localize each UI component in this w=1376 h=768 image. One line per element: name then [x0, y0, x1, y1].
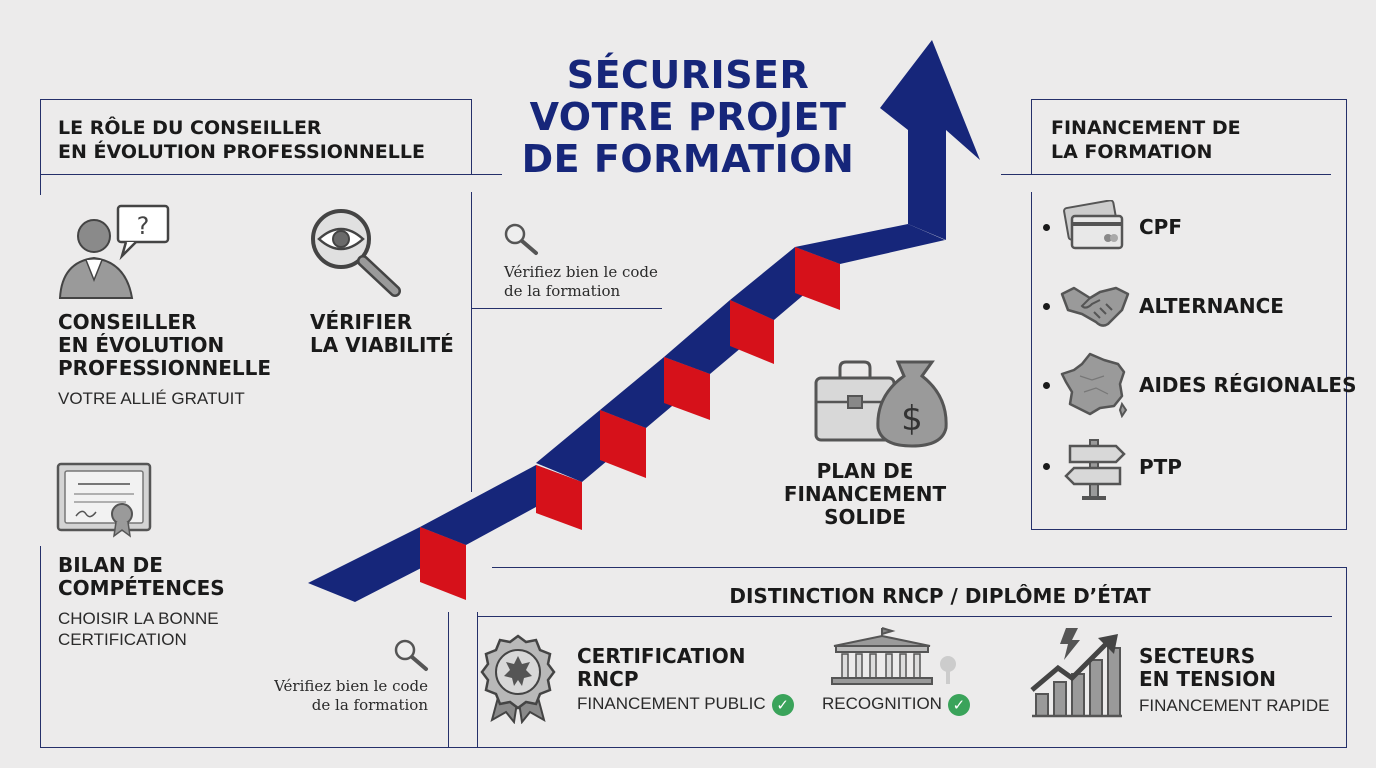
plan-line-2: SOLIDE: [824, 505, 906, 529]
check-icon: ✓: [771, 693, 794, 716]
plan-line-1: PLAN DE FINANCEMENT: [783, 459, 947, 506]
right-panel-heading: FINANCEMENT DE LA FORMATION: [1051, 116, 1241, 164]
left-frame-bottom-vertical: [40, 546, 41, 748]
bottom-left-vertical: [448, 612, 449, 748]
stair-riser-3: [600, 410, 646, 478]
left-panel-border-left: [40, 99, 41, 195]
note-bottom-line-1: Vérifiez bien le code: [274, 677, 428, 695]
note-bottom: Vérifiez bien le code de la formation: [248, 677, 428, 715]
rncp-subtitle: FINANCEMENT PUBLIC ✓: [577, 693, 794, 716]
conseiller-title: CONSEILLER EN ÉVOLUTION PROFESSIONNELLE: [58, 311, 271, 380]
left-panel-border-right-top: [471, 99, 472, 174]
secteurs-line-2: EN TENSION: [1139, 667, 1276, 691]
right-heading-line-2: LA FORMATION: [1051, 141, 1213, 163]
left-panel-divider: [40, 174, 502, 175]
stair-riser-4: [664, 357, 710, 420]
conseiller-line-2: EN ÉVOLUTION: [58, 333, 225, 357]
verifier-title: VÉRIFIER LA VIABILITÉ: [310, 311, 454, 357]
bottom-panel-border-top: [492, 567, 1347, 568]
right-item-ptp: PTP: [1139, 455, 1182, 479]
credit-cards-icon: [1063, 200, 1124, 250]
magnifier-eye-icon: [311, 209, 401, 297]
conseiller-line-1: CONSEILLER: [58, 310, 197, 334]
bilan-sub-line-1: CHOISIR LA BONNE: [58, 609, 219, 628]
note-top-line-1: Vérifiez bien le code: [504, 263, 658, 281]
right-item-cpf: CPF: [1139, 215, 1182, 239]
verifier-line-2: LA VIABILITÉ: [310, 333, 454, 357]
arrow-head: [880, 40, 980, 160]
verifier-line-1: VÉRIFIER: [310, 310, 413, 334]
signpost-icon: [1064, 439, 1126, 500]
rncp-title: CERTIFICATION RNCP: [577, 645, 745, 691]
note-top: Vérifiez bien le code de la formation: [504, 263, 658, 301]
rncp-seal-icon: [480, 634, 556, 724]
note-bottom-search-icon: [394, 639, 428, 671]
france-map-icon: [1060, 352, 1128, 418]
right-panel-border-bottom: [1031, 529, 1347, 530]
bottom-panel-border-right: [1346, 567, 1347, 748]
left-heading-line-2: EN ÉVOLUTION PROFESSIONNELLE: [58, 141, 425, 163]
secteurs-title: SECTEURS EN TENSION: [1139, 645, 1276, 691]
note-bottom-line-2: de la formation: [311, 696, 428, 714]
note-top-divider: [472, 308, 662, 309]
handshake-icon: [1060, 286, 1130, 327]
bottom-panel-heading: DISTINCTION RNCP / DIPLÔME D’ÉTAT: [729, 584, 1151, 608]
bullet-alternance: [1043, 303, 1050, 310]
page-title: SÉCURISER VOTRE PROJET DE FORMATION: [488, 54, 888, 180]
note-top-search-icon: [504, 223, 538, 255]
rncp-sub-label: FINANCEMENT PUBLIC: [577, 694, 766, 713]
note-top-line-2: de la formation: [504, 282, 621, 300]
stair-tread-7: [795, 224, 945, 264]
conseiller-line-3: PROFESSIONNELLE: [58, 356, 272, 380]
right-heading-line-1: FINANCEMENT DE: [1051, 117, 1241, 139]
left-panel-border-top: [40, 99, 472, 100]
right-panel-border-left-top: [1031, 99, 1032, 175]
conseiller-subtitle: VOTRE ALLIÉ GRATUIT: [58, 389, 245, 408]
stair-riser-1: [420, 527, 466, 600]
rncp-line-2: RNCP: [577, 667, 639, 691]
stair-riser-5: [730, 300, 774, 364]
diplome-sub-label: RECOGNITION: [822, 694, 942, 713]
svg-text:?: ?: [137, 212, 150, 240]
growth-chart-icon: [1030, 628, 1122, 718]
right-item-alternance: ALTERNANCE: [1139, 294, 1284, 318]
bilan-line-2: COMPÉTENCES: [58, 576, 225, 600]
diplome-subtitle: RECOGNITION ✓: [822, 693, 970, 716]
bilan-line-1: BILAN DE: [58, 553, 163, 577]
bullet-ptp: [1043, 463, 1050, 470]
bilan-title: BILAN DE COMPÉTENCES: [58, 554, 225, 600]
bottom-panel-left-border: [477, 612, 478, 748]
secteurs-line-1: SECTEURS: [1139, 644, 1256, 668]
title-line-1: SÉCURISER: [566, 53, 810, 97]
certificate-icon: [56, 462, 152, 538]
right-panel-border-top: [1031, 99, 1347, 100]
check-icon: ✓: [947, 693, 970, 716]
right-panel-border-left: [1031, 192, 1032, 530]
right-item-aides-regionales: AIDES RÉGIONALES: [1139, 373, 1357, 397]
arrow-shaft: [908, 108, 946, 240]
advisor-icon: ?: [58, 204, 170, 299]
stair-riser-2: [536, 465, 582, 530]
plan-financement-label: PLAN DE FINANCEMENT SOLIDE: [740, 460, 990, 529]
title-line-3: DE FORMATION: [521, 137, 855, 181]
svg-text:$: $: [901, 399, 923, 439]
title-line-2: VOTRE PROJET: [529, 95, 847, 139]
bilan-subtitle: CHOISIR LA BONNE CERTIFICATION: [58, 608, 219, 650]
left-panel-inner-vertical: [471, 192, 472, 492]
left-heading-line-1: LE RÔLE DU CONSEILLER: [58, 117, 322, 139]
bullet-aides: [1043, 382, 1050, 389]
secteurs-subtitle: FINANCEMENT RAPIDE: [1139, 696, 1330, 715]
government-building-icon: [831, 627, 956, 685]
bottom-frame-line: [40, 747, 1347, 748]
right-panel-divider: [1001, 174, 1331, 175]
right-panel-border-right: [1346, 99, 1347, 530]
bilan-sub-line-2: CERTIFICATION: [58, 630, 187, 649]
rncp-line-1: CERTIFICATION: [577, 644, 746, 668]
briefcase-money-bag-icon: $: [814, 360, 948, 448]
stair-riser-6: [795, 247, 840, 310]
left-panel-heading: LE RÔLE DU CONSEILLER EN ÉVOLUTION PROFE…: [58, 116, 425, 164]
bottom-panel-heading-divider: [477, 616, 1332, 617]
bullet-cpf: [1043, 224, 1050, 231]
